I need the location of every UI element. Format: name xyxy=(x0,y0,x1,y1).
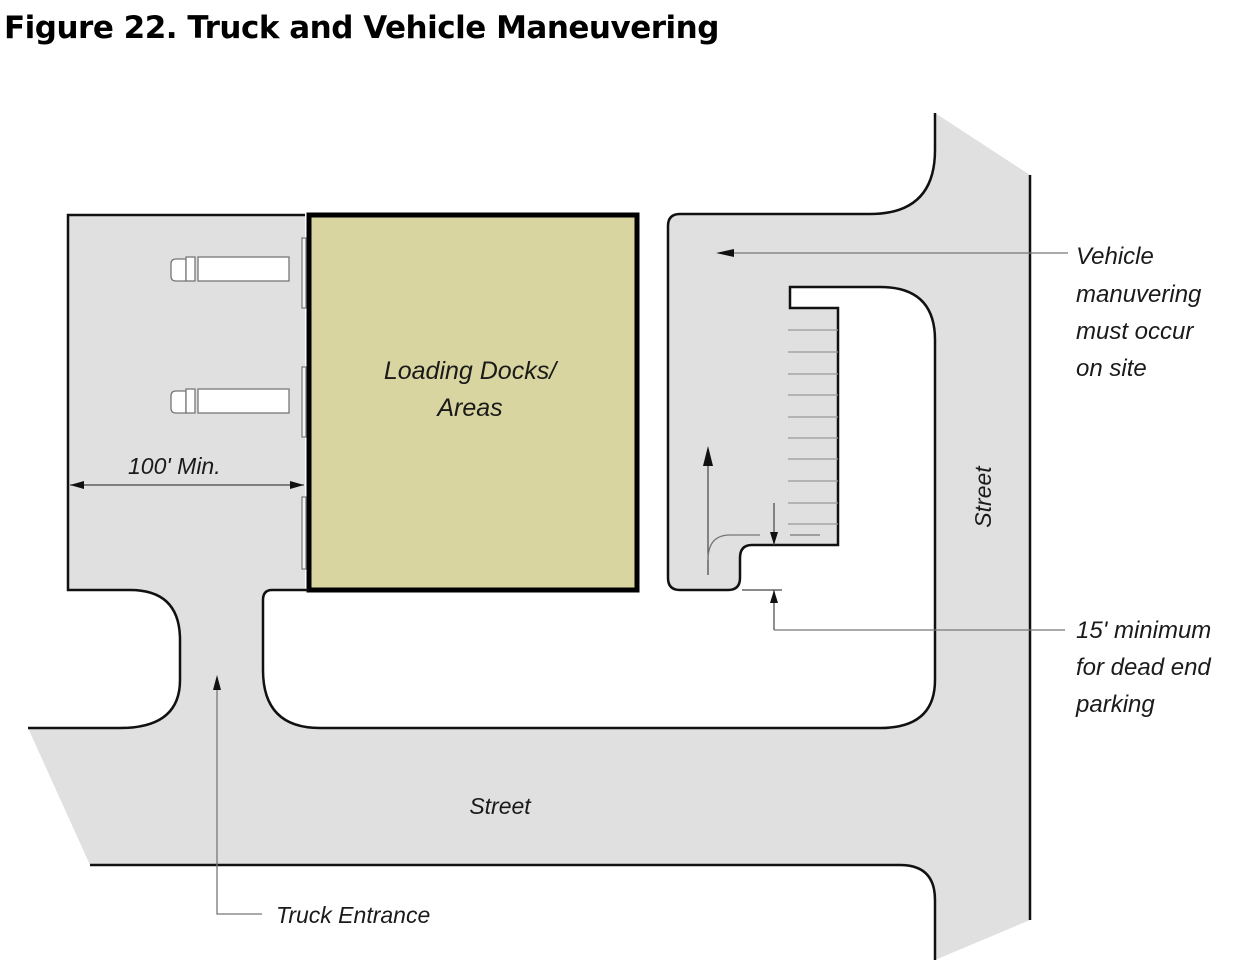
left-lot-outline xyxy=(28,213,305,730)
street-label-right: Street xyxy=(970,465,996,528)
vehicle-maneuvering-leader xyxy=(716,249,1068,257)
note-line: must occur xyxy=(1076,318,1194,345)
parking-stalls xyxy=(788,329,838,525)
vehicle-maneuvering-note: Vehicle manuvering must occur on site xyxy=(1076,243,1202,382)
loading-door xyxy=(301,366,307,438)
building-label-line1: Loading Docks/ xyxy=(384,357,559,385)
note-line: for dead end xyxy=(1076,654,1211,681)
truck-entrance-right-curb xyxy=(261,113,937,730)
truck xyxy=(170,388,290,414)
truck-entrance-leader xyxy=(213,675,262,915)
note-line: 15' minimum xyxy=(1076,617,1211,644)
note-line: manuvering xyxy=(1076,281,1202,308)
building-label-line2: Areas xyxy=(435,394,502,422)
dead-end-note: 15' minimum for dead end parking xyxy=(1075,617,1211,718)
loading-door xyxy=(301,496,307,570)
dimension-100-min xyxy=(70,481,304,489)
dead-end-dimension xyxy=(742,503,1065,631)
dimension-label: 100' Min. xyxy=(128,453,221,479)
loading-door xyxy=(301,237,307,309)
note-line: parking xyxy=(1075,691,1155,718)
vehicle-path-arrow xyxy=(703,446,820,575)
figure-title: Figure 22. Truck and Vehicle Maneuvering xyxy=(4,10,719,46)
right-street xyxy=(28,113,1030,960)
note-line: Vehicle xyxy=(1076,243,1154,270)
bottom-street-curb xyxy=(90,863,937,960)
note-line: on site xyxy=(1076,355,1147,382)
truck-entrance-label: Truck Entrance xyxy=(276,902,430,928)
truck xyxy=(170,256,290,282)
loading-dock-building xyxy=(306,212,640,593)
street-label-bottom: Street xyxy=(469,793,532,819)
